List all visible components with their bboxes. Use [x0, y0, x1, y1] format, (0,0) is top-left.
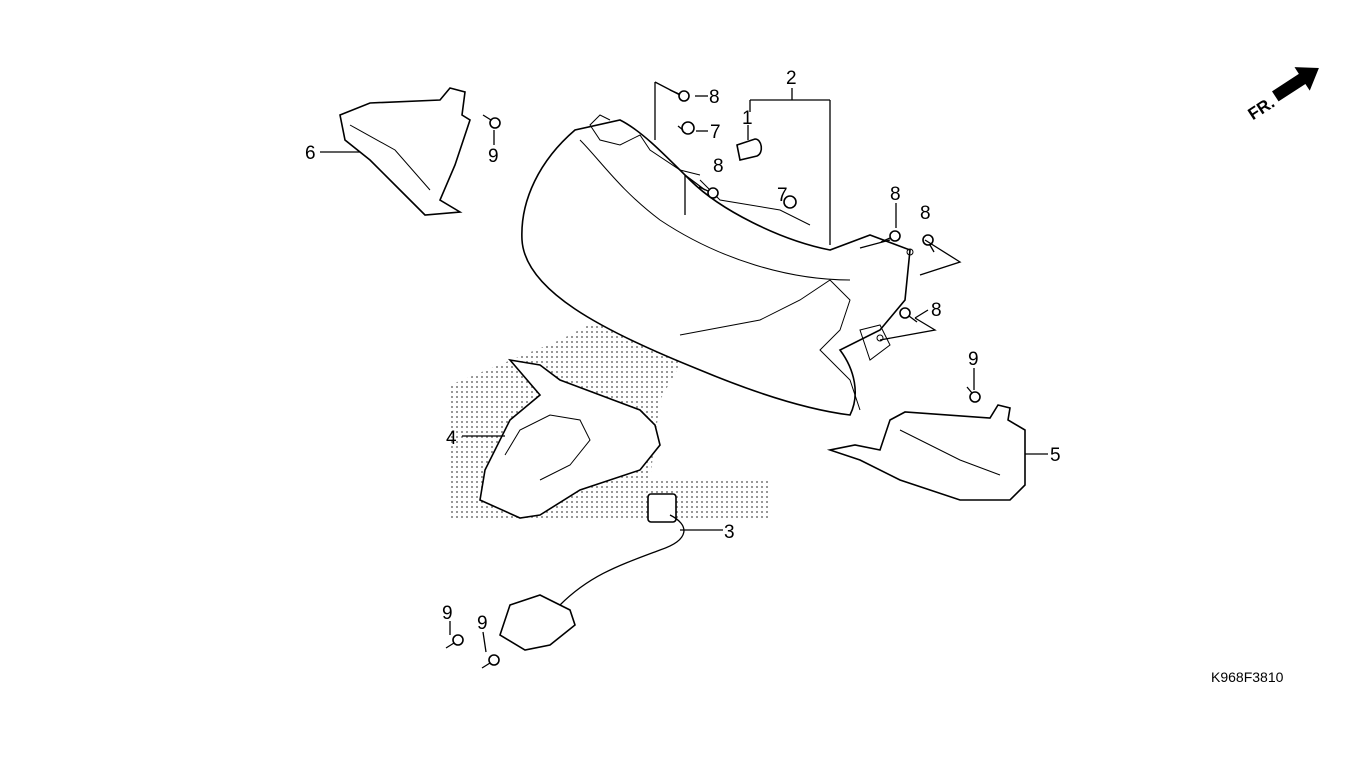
callout-2: 2: [786, 68, 797, 89]
callout-6: 6: [305, 143, 316, 164]
callout-9: 9: [968, 349, 979, 370]
leader-lines: [320, 81, 1048, 653]
callout-8: 8: [931, 300, 942, 321]
callout-4: 4: [446, 428, 457, 449]
callouts: 8 7 1 2 8 7 8 8 8 9 5 4 3 6 9 9 9: [305, 68, 1061, 634]
callout-7: 7: [710, 122, 721, 143]
callout-9: 9: [477, 613, 488, 634]
part-4-license-bracket: [479, 358, 661, 519]
callout-1: 1: [742, 108, 753, 129]
part-5-cover-right: [826, 404, 1026, 501]
front-direction-indicator: FR.: [1245, 67, 1319, 124]
callout-5: 5: [1050, 445, 1061, 466]
callout-9: 9: [488, 146, 499, 167]
callout-8: 8: [920, 203, 931, 224]
callout-3: 3: [724, 522, 735, 543]
callout-7: 7: [777, 185, 788, 206]
part-6-cover-left: [339, 87, 471, 216]
fasteners: [445, 89, 981, 669]
callout-9: 9: [442, 603, 453, 624]
part-tail-light: [521, 114, 914, 416]
diagram-code: K968F3810: [1211, 669, 1284, 685]
callout-8: 8: [713, 156, 724, 177]
arrow-icon: [1272, 67, 1319, 102]
callout-8: 8: [890, 184, 901, 205]
callout-8: 8: [709, 87, 720, 108]
front-label: FR.: [1245, 93, 1278, 124]
part-3-license-light: [499, 493, 685, 651]
part-1-bulb: [736, 138, 763, 161]
